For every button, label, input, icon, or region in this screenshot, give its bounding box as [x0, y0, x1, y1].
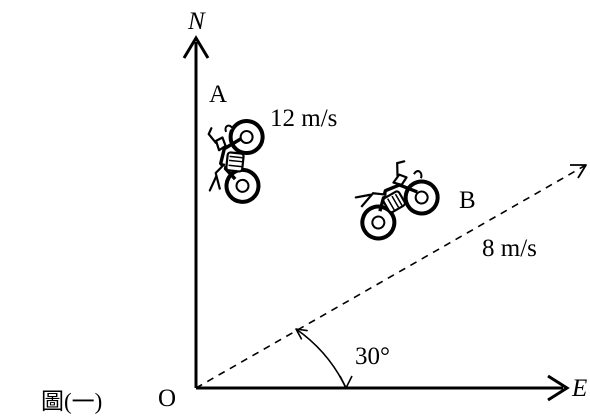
- east-axis: [196, 374, 570, 402]
- north-axis: [182, 35, 210, 388]
- origin-label: O: [158, 385, 176, 412]
- figure-caption: 圖(一): [41, 389, 102, 414]
- motorcycle-b-speed: 8 m/s: [482, 235, 537, 262]
- motorcycle-a-label: A: [209, 81, 227, 108]
- motorcycle-b-label: B: [459, 187, 476, 214]
- motorcycle-a-icon: [207, 119, 265, 204]
- east-label: E: [571, 375, 587, 402]
- north-label: N: [187, 8, 206, 35]
- angle-label: 30°: [355, 343, 390, 370]
- motorcycle-a-speed: 12 m/s: [270, 105, 337, 132]
- angle-arc: [295, 328, 353, 389]
- motorcycle-b-icon: [354, 160, 440, 241]
- b-direction-line: [195, 164, 587, 389]
